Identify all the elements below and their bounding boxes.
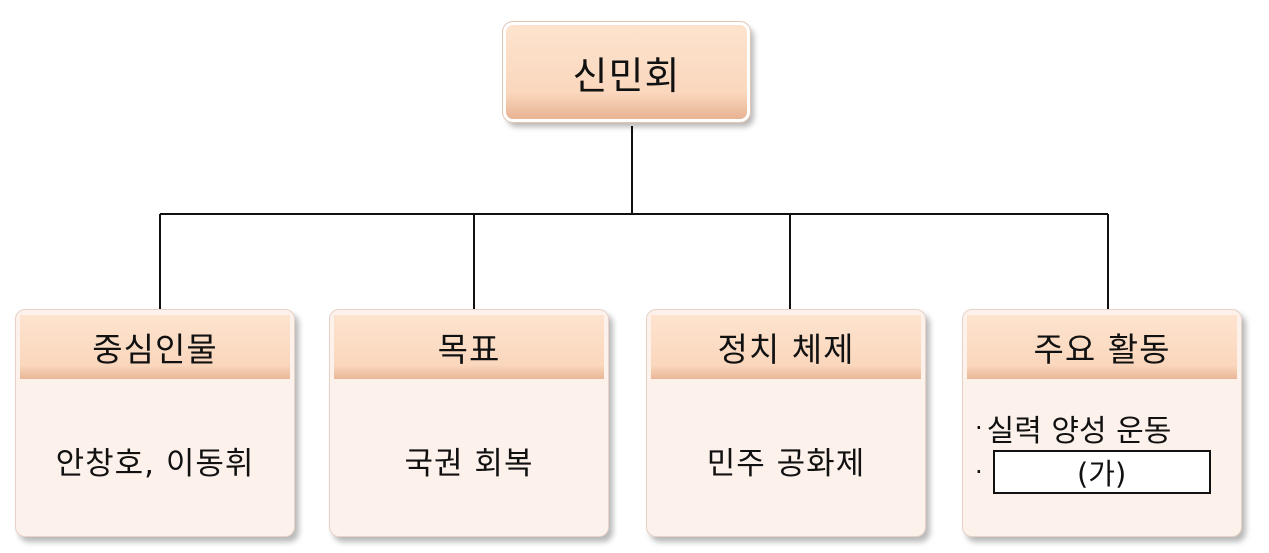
category-body: 민주 공화제 [706,446,866,482]
bullet-dot-icon: · [975,414,983,442]
category-header: 정치 체제 [651,315,921,379]
activity-item: · 실력 양성 운동 [975,406,1235,450]
category-body: 안창호, 이동휘 [55,446,255,482]
category-main-activities: 주요 활동 · 실력 양성 운동 · (가) [962,309,1242,537]
category-header: 주요 활동 [967,315,1237,379]
blank-answer-box: (가) [992,450,1211,494]
activity-list: · 실력 양성 운동 · (가) [975,406,1235,494]
root-title: 신민회 [572,53,681,98]
category-header: 목표 [334,315,604,379]
bullet-dot-icon: · [975,458,983,486]
root-node: 신민회 [502,21,751,123]
blank-label: (가) [1076,457,1127,491]
category-political-system: 정치 체제 민주 공화제 [646,309,926,537]
category-goal: 목표 국권 회복 [329,309,609,537]
category-header: 중심인물 [20,315,290,379]
category-key-figures: 중심인물 안창호, 이동휘 [15,309,295,537]
category-body: 국권 회복 [404,446,534,482]
activity-text: 실력 양성 운동 [986,414,1172,449]
activity-item-blank: · (가) [975,450,1235,494]
